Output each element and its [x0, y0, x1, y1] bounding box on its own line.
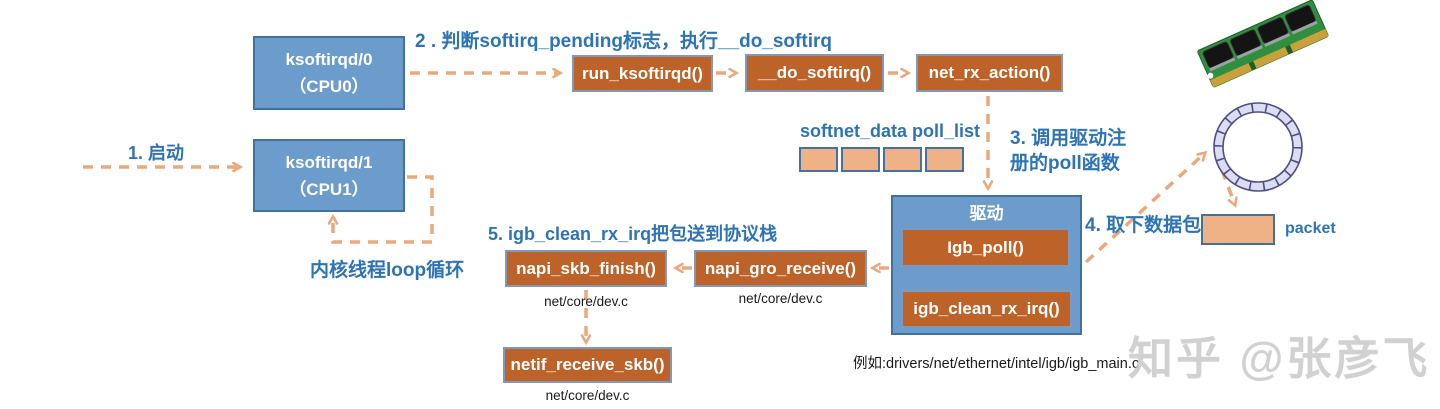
poll-list-cell: [925, 147, 964, 172]
file-label-dev-c: net/core/dev.c: [738, 291, 823, 306]
node-label: ksoftirqd/0: [285, 50, 373, 69]
packet-label: packet: [1285, 220, 1336, 237]
step3-label: 3. 调用驱动注 册的poll函数: [1010, 126, 1126, 176]
node-label: netif_receive_skb(): [510, 355, 665, 374]
node-label: napi_gro_receive(): [704, 258, 857, 278]
node-label: Igb_poll(): [947, 237, 1024, 257]
node-sublabel: （CPU1）: [289, 179, 369, 199]
ring-buffer-icon: [1213, 102, 1303, 192]
poll-list-cell: [841, 147, 880, 172]
poll-list-cell: [883, 147, 922, 172]
softnet-poll-list-label: softnet_data poll_list: [800, 121, 981, 141]
node-ksoftirqd0: ksoftirqd/0 （CPU0）: [253, 36, 405, 110]
node-label: run_ksoftirqd(): [582, 63, 703, 83]
node-napi-skb-finish: napi_skb_finish(): [505, 250, 667, 287]
node-label: napi_skb_finish(): [516, 258, 656, 278]
node-sublabel: （CPU0）: [289, 77, 369, 96]
node-net-rx-action: net_rx_action(): [916, 54, 1063, 92]
step3-line1: 3. 调用驱动注: [1010, 128, 1127, 149]
step4-label: 4. 取下数据包: [1085, 215, 1202, 236]
node-run-ksoftirqd: run_ksoftirqd(): [572, 55, 713, 92]
watermark: 知乎 @张彦飞: [1128, 333, 1431, 384]
node-napi-gro-receive: napi_gro_receive(): [694, 250, 867, 287]
node-igb-clean-rx-irq: igb_clean_rx_irq(): [901, 290, 1072, 328]
node-ksoftirqd1: ksoftirqd/1 （CPU1）: [253, 139, 405, 212]
step2-label: 2 . 判断softirq_pending标志，执行__do_softirq: [415, 31, 832, 52]
node-label: __do_softirq(): [757, 63, 872, 82]
node-label: igb_clean_rx_irq(): [913, 299, 1060, 318]
step5-label: 5. igb_clean_rx_irq把包送到协议栈: [488, 224, 778, 244]
poll-list-cells: [799, 147, 964, 172]
arrow-kernel-loop: [333, 175, 434, 244]
memory-stick-image: [1197, 0, 1329, 88]
file-label-dev-c: net/core/dev.c: [544, 294, 628, 309]
node-igb-poll: Igb_poll(): [901, 228, 1070, 267]
arrow-driver-to-ringbuffer: [1084, 153, 1205, 264]
node-do-softirq: __do_softirq(): [745, 54, 884, 92]
kernel-loop-label: 内核线程loop循环: [310, 260, 465, 281]
packet-box: [1201, 214, 1275, 245]
step3-line2: 册的poll函数: [1010, 153, 1120, 174]
poll-list-cell: [799, 147, 838, 172]
node-label: ksoftirqd/1: [285, 152, 373, 172]
node-label: net_rx_action(): [928, 63, 1051, 82]
driver-title: 驱动: [969, 203, 1004, 223]
example-driver-path: 例如:drivers/net/ethernet/intel/igb/igb_ma…: [853, 356, 1140, 372]
node-netif-receive-skb: netif_receive_skb(): [503, 347, 672, 383]
step1-label: 1. 启动: [128, 143, 185, 163]
file-label-dev-c: net/core/dev.c: [545, 388, 630, 403]
